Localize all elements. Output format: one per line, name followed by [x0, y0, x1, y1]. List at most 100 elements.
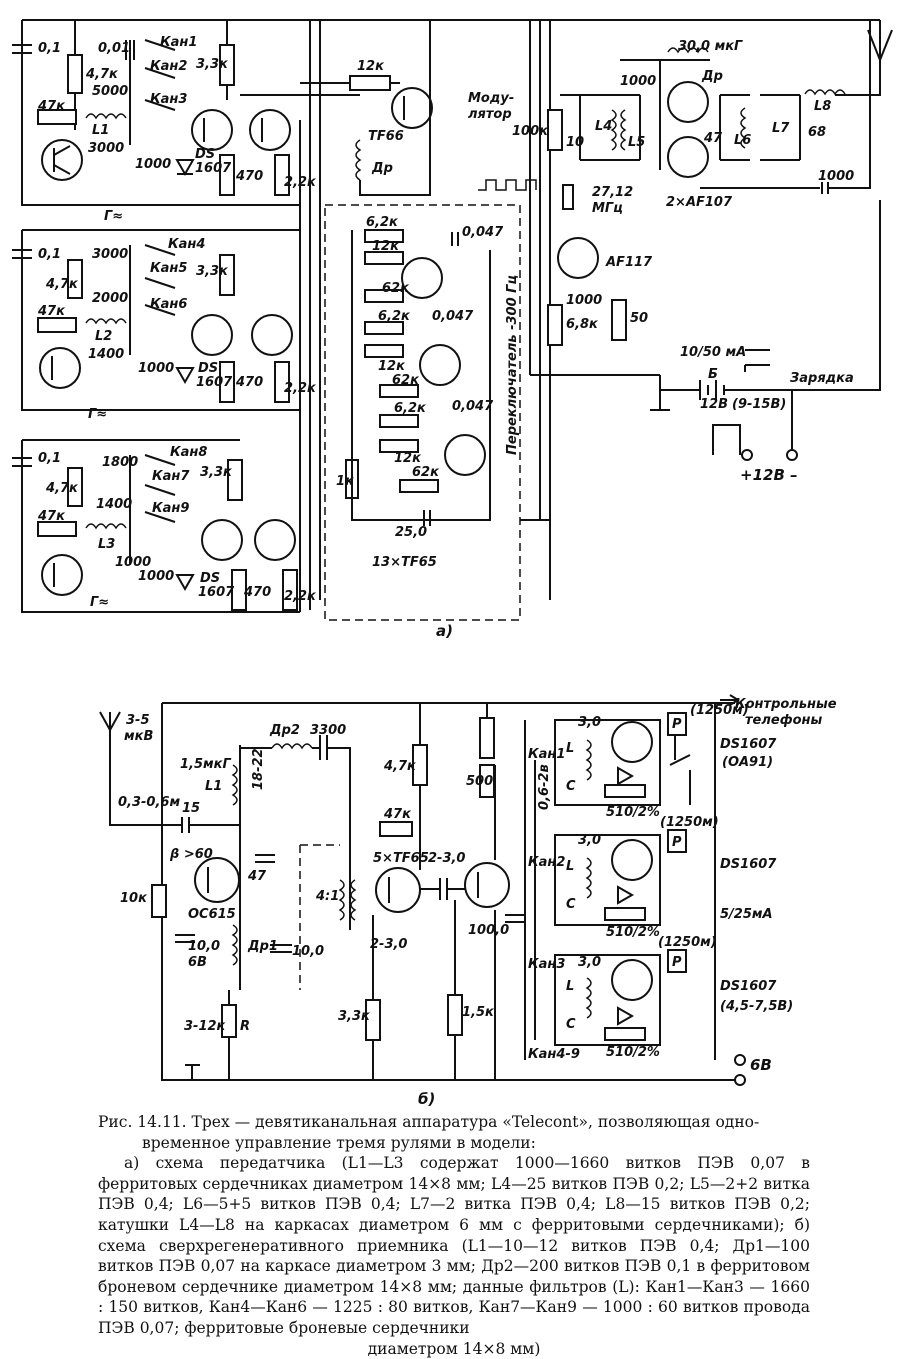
- label-kan1: Кан1: [160, 35, 197, 50]
- label-62k-b: 6,2к: [378, 309, 411, 324]
- label-62-d: 62к: [412, 465, 440, 480]
- battery-section: [530, 200, 881, 461]
- label-antenna-2: мкВ: [124, 729, 153, 744]
- caption-line-2: временное управление тремя рулями в моде…: [142, 1133, 536, 1152]
- label-ds1607-2: DS1607: [720, 857, 777, 872]
- label-kan5: Кан5: [150, 261, 187, 276]
- label-tf65-rx: 5×TF65: [373, 851, 429, 866]
- label-kan4: Кан4: [168, 237, 205, 252]
- label-part-a: а): [436, 622, 453, 640]
- receiver-schematic: [99, 694, 746, 1086]
- label-c100: 10,0: [188, 939, 220, 954]
- label-l1-rx: L1: [205, 779, 222, 794]
- label-kan49-rx: Кан4-9: [528, 1047, 580, 1062]
- label-kan3: Кан3: [150, 92, 187, 107]
- label-supply: +12В –: [740, 466, 798, 484]
- multivibrator: [345, 229, 491, 526]
- label-0047-b: 0,047: [432, 309, 474, 324]
- label-af107: 2×AF107: [666, 195, 733, 210]
- label-2000: 2000: [92, 291, 128, 306]
- label-tf66: TF66: [368, 129, 404, 144]
- label-l5: L5: [628, 135, 645, 150]
- label-1000-3: 1000: [138, 569, 174, 584]
- receiver-channel-2: [554, 829, 687, 926]
- label-dr1: Др1: [247, 939, 278, 954]
- label-tf65: 13×TF65: [372, 555, 437, 570]
- caption-part-description: а) схема передатчика (L1—L3 содержат 100…: [98, 1154, 810, 1337]
- label-kan7: Кан7: [152, 469, 190, 484]
- label-470-2: 470: [235, 375, 263, 390]
- label-beta: β >60: [169, 847, 213, 862]
- label-relay-1: P: [672, 717, 682, 732]
- caption-last-line: диаметром 14×8 мм): [367, 1339, 541, 1358]
- label-gen-1: Г≈: [104, 209, 123, 224]
- label-charge: Зарядка: [790, 371, 854, 386]
- label-relay-ohm-1: (1250м): [690, 703, 749, 718]
- label-1400-3: 1400: [96, 497, 132, 512]
- label-supply-rx: 6В: [750, 1056, 772, 1074]
- label-1000-3c: 1000: [115, 555, 151, 570]
- label-62k-a: 6,2к: [366, 215, 399, 230]
- label-l3: L3: [98, 537, 115, 552]
- label-battery: Б: [708, 367, 718, 382]
- label-choke: 30,0 мкГ: [678, 39, 743, 54]
- label-coil-l1: 1,5мкГ: [180, 757, 231, 772]
- label-1800: 1800: [102, 455, 138, 470]
- label-47-2: 47к: [37, 304, 66, 319]
- label-crystal-1: 27,12: [592, 185, 633, 200]
- label-6v-cap: 6В: [188, 955, 207, 970]
- label-3300: 3300: [310, 723, 346, 738]
- label-relay-3: P: [672, 955, 682, 970]
- label-47k-3: 4,7к: [45, 481, 79, 496]
- label-5000: 5000: [92, 84, 128, 99]
- label-12k-b: 12к: [378, 359, 406, 374]
- figure-caption: Рис. 14.11. Трех — девятиканальная аппар…: [98, 1112, 810, 1359]
- label-af117: AF117: [605, 255, 653, 270]
- label-l-1: L: [566, 741, 574, 756]
- modulator: [300, 20, 537, 196]
- label-33k-3: 3,3к: [200, 465, 233, 480]
- label-crystal-2: МГц: [592, 201, 623, 216]
- label-kan2: Кан2: [150, 59, 187, 74]
- label-250: 25,0: [395, 525, 427, 540]
- label-0047-a: 0,047: [462, 225, 504, 240]
- label-15k: 1,5к: [462, 1005, 495, 1020]
- oscillator-block-2: [12, 229, 300, 411]
- label-c47-rx: 47: [247, 869, 267, 884]
- label-kan1-rx: Кан1: [528, 747, 565, 762]
- label-12k-c: 12к: [394, 451, 422, 466]
- label-62k-c: 6,2к: [394, 401, 427, 416]
- label-c01-3: 0,1: [38, 451, 61, 466]
- label-1000-osc: 1000: [566, 293, 602, 308]
- label-c23-a: 2-3,0: [428, 851, 465, 866]
- label-cap3-1: 3,0: [578, 715, 601, 730]
- label-47-3: 47к: [37, 509, 66, 524]
- label-l-2: L: [566, 859, 574, 874]
- label-oc615: OC615: [188, 907, 236, 922]
- label-headphones-2: телефоны: [745, 713, 823, 728]
- label-relay-2: P: [672, 835, 682, 850]
- label-l4: L4: [595, 119, 612, 134]
- label-c01: 0,1: [38, 41, 61, 56]
- label-510-2: 510/2%: [606, 925, 660, 940]
- label-c01-2: 0,1: [38, 247, 61, 262]
- label-47k-2: 4,7к: [45, 277, 79, 292]
- label-68k: 6,8к: [566, 317, 599, 332]
- label-3-12k: 3-12к: [184, 1019, 227, 1034]
- label-l1: L1: [92, 123, 109, 138]
- label-battery-current: 10/50 мА: [680, 345, 746, 360]
- label-1000-out: 1000: [818, 169, 854, 184]
- transmitter-schematic: [12, 19, 893, 621]
- label-62-b: 62к: [382, 281, 410, 296]
- label-c-2: C: [566, 897, 576, 912]
- label-voltage-range: (4,5-7,5В): [720, 999, 793, 1014]
- label-relay-ohm-2: (1250м): [660, 815, 719, 830]
- label-dr2: Др2: [269, 723, 300, 738]
- label-kan3-rx: Кан3: [528, 957, 565, 972]
- transmitter-labels: 0,1 0,01 Кан1 Кан2 Кан3 5000 3000 4,7к 4…: [37, 35, 854, 640]
- label-33k-1: 3,3к: [196, 57, 229, 72]
- label-47k-rx: 4,7к: [383, 759, 417, 774]
- label-relay-ohm-3: (1250м): [658, 935, 717, 950]
- label-headphones-1: Контрольные: [735, 697, 837, 712]
- label-l2: L2: [95, 329, 112, 344]
